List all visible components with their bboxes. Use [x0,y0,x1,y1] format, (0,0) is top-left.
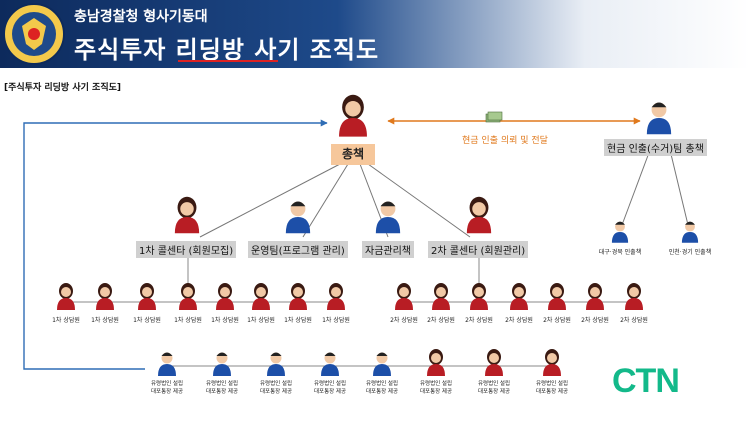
boss-avatar [339,94,367,137]
counselor-avatar [625,283,643,310]
counselor-avatar [289,283,307,310]
counselor-label: 1차 상담원 [52,317,80,324]
counselor-label: 2차 상담원 [620,317,648,324]
collector-avatar [611,221,629,243]
collector-label: 대구·경북 인출책 [598,249,642,256]
counselor-label: 2차 상담원 [581,317,609,324]
shell-provider-avatar [213,352,231,376]
page-title: 주식투자 리딩방 사기 조직도 [74,36,380,64]
counselor-label: 2차 상담원 [505,317,533,324]
shell-provider-avatar [158,352,176,376]
shell-provider-avatar [373,352,391,376]
callcenter1-label: 1차 콜센타 (회원모집) [136,241,237,258]
counselor-label: 1차 상담원 [322,317,350,324]
counselor-avatar [138,283,156,310]
shell-provider-avatar [427,349,445,376]
counselor-label: 1차 상담원 [174,317,202,324]
shell-provider-avatar [543,349,561,376]
boss-label: 총책 [331,144,375,165]
counselor-label: 2차 상담원 [465,317,493,324]
section-label: [주식투자 리딩방 사기 조직도] [4,83,121,93]
counselor-label: 2차 상담원 [390,317,418,324]
boss-connectors [199,163,471,238]
counselor-avatar [432,283,450,310]
ctn-watermark-logo: CTN [612,362,680,400]
cash-team-label: 현금 인출(수거)팀 총책 [604,139,707,156]
police-emblem-icon [3,3,65,65]
counselor-avatar [57,283,75,310]
counselor-avatar [510,283,528,310]
cash-connectors [621,149,689,226]
callcenter1-avatar [174,196,200,234]
counselor-avatar [216,283,234,310]
counselor-label: 1차 상담원 [133,317,161,324]
collector-label: 인천·경기 인출책 [668,249,712,256]
counselor-avatar [179,283,197,310]
counselor-avatar [395,283,413,310]
callcenter2-label: 2차 콜센타 (회원관리) [428,241,529,258]
org-name: 충남경찰청 형사기동대 [74,9,208,25]
ops-team-label: 운영팀(프로그램 관리) [248,241,348,258]
counselor-label: 1차 상담원 [247,317,275,324]
counselor-label: 1차 상담원 [91,317,119,324]
callcenter2-avatar [466,196,492,234]
collector-avatar [681,221,699,243]
counselor-avatar [586,283,604,310]
shell-provider-avatar [321,352,339,376]
header-banner: 충남경찰청 형사기동대 주식투자 리딩방 사기 조직도 [0,0,750,68]
transfer-label: 현금 인출 의뢰 및 전달 [462,136,548,146]
funds-manager-avatar [375,201,401,234]
title-underline [178,60,278,62]
ops-team-avatar [285,201,311,234]
funds-manager-label: 자금관리책 [362,241,414,258]
counselor-label: 2차 상담원 [427,317,455,324]
counselor-avatar [327,283,345,310]
cash-team-avatar [646,102,672,135]
counselor-avatar [96,283,114,310]
counselor-avatar [548,283,566,310]
shell-provider-avatar [267,352,285,376]
shell-provider-avatar [485,349,503,376]
money-icon [485,111,503,123]
counselor-label: 2차 상담원 [543,317,571,324]
counselor-label: 1차 상담원 [211,317,239,324]
counselor-avatar [470,283,488,310]
counselor-avatar [252,283,270,310]
counselor-label: 1차 상담원 [284,317,312,324]
return-flow-line [23,119,328,370]
